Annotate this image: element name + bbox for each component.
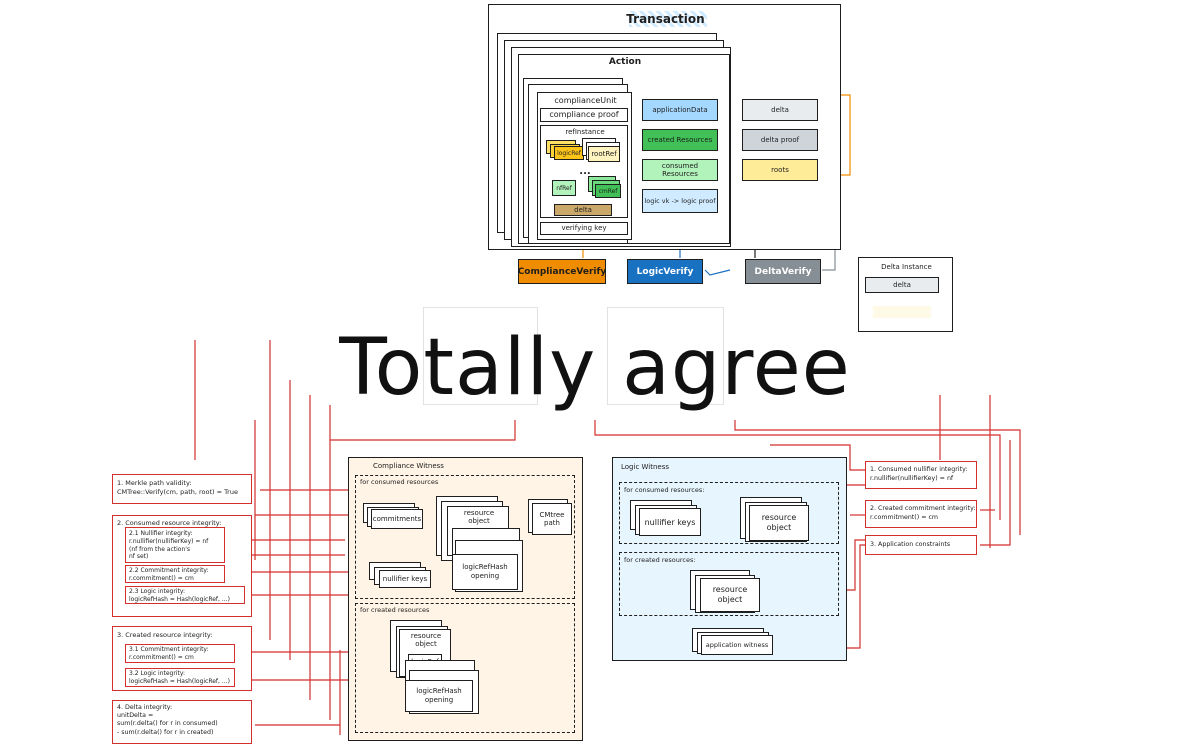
root-ref-box: rootRef bbox=[588, 146, 620, 162]
cw-created-resource-label: resource object bbox=[410, 632, 442, 649]
nf-ref-box: nfRef bbox=[552, 180, 576, 196]
transaction-title: Transaction bbox=[626, 12, 705, 26]
delta-instance-title: Delta Instance bbox=[881, 263, 932, 271]
cw-cmtree-path-box: CMtree path bbox=[532, 503, 572, 535]
check-consumed-nullifier: 1. Consumed nullifier integrity: r.nulli… bbox=[865, 461, 977, 489]
check-created-commitment-logic: 2. Created commitment integrity: r.commi… bbox=[865, 500, 977, 528]
cw-created-label: for created resources bbox=[360, 606, 430, 614]
faded-box bbox=[873, 306, 931, 318]
cw-commitments-box: commitments bbox=[371, 509, 423, 529]
consumed-resources-box: consumed Resources bbox=[642, 159, 718, 181]
cw-logic-ref-hash-opening: logicRefHash opening bbox=[452, 554, 518, 590]
cm-ref-box: cmRef bbox=[595, 184, 621, 198]
compliance-verify-box: ComplianceVerify bbox=[518, 259, 606, 284]
lw-application-witness-box: application witness bbox=[701, 635, 773, 655]
check-nullifier-text: 2.1 Nullifier integrity: r.nullifier(nul… bbox=[129, 530, 209, 561]
lw-consumed-section: for consumed resources: bbox=[619, 482, 839, 544]
faded-compliance-instance bbox=[423, 307, 538, 405]
lw-created-section: for created resources: bbox=[619, 552, 839, 616]
cw-created-logic-ref-hash-opening: logicRefHash opening bbox=[405, 680, 473, 712]
delta-instance-delta: delta bbox=[865, 277, 939, 293]
logic-verify-box: LogicVerify bbox=[627, 259, 703, 284]
logic-vk-proof-box: logic vk -> logic proof bbox=[642, 189, 718, 213]
delta-verify-box: DeltaVerify bbox=[745, 259, 821, 284]
check-created-title: 3. Created resource integrity: bbox=[117, 631, 213, 639]
delta-instance-frame: Delta Instance delta bbox=[858, 257, 953, 332]
cw-resource-object-label: resource object bbox=[463, 509, 495, 526]
check-created-logic-text: 3.2 Logic integrity: logicRefHash = Hash… bbox=[129, 670, 230, 685]
faded-logic-instance bbox=[607, 307, 724, 405]
roots-box: roots bbox=[742, 159, 818, 181]
check-application-constraints-text: 3. Application constraints bbox=[870, 541, 951, 548]
delta-proof-box: delta proof bbox=[742, 129, 818, 151]
transaction-title-highlight bbox=[629, 11, 707, 27]
compliance-proof-box: compliance proof bbox=[540, 108, 628, 122]
check-created-commitment-text: 3.1 Commitment integrity: r.commitment()… bbox=[129, 646, 209, 661]
action-title: Action bbox=[608, 57, 642, 67]
check-consumed-title: 2. Consumed resource integrity: bbox=[117, 519, 222, 527]
ref-instance-label: refInstance bbox=[565, 127, 605, 136]
verifying-key-box: verifying key bbox=[540, 222, 628, 235]
check-delta-text: 4. Delta integrity: unitDelta = sum(r.de… bbox=[117, 704, 218, 736]
check-commitment-integrity: 2.2 Commitment integrity: r.commitment()… bbox=[125, 565, 225, 583]
check-consumed-nullifier-text: 1. Consumed nullifier integrity: r.nulli… bbox=[870, 466, 968, 482]
unit-delta-box: delta bbox=[554, 204, 612, 216]
tx-delta-box: delta bbox=[742, 99, 818, 121]
logic-witness-title: Logic Witness bbox=[621, 463, 670, 471]
lw-nullifier-keys-box: nullifier keys bbox=[639, 508, 701, 536]
lw-created-label: for created resources: bbox=[624, 556, 696, 564]
check-logic-text: 2.3 Logic integrity: logicRefHash = Hash… bbox=[129, 588, 230, 603]
created-resources-box: created Resources bbox=[642, 129, 718, 151]
overlay-caption: Totally agree bbox=[339, 323, 851, 413]
cw-consumed-section: for consumed resources bbox=[355, 475, 575, 599]
check-created-logic: 3.2 Logic integrity: logicRefHash = Hash… bbox=[125, 668, 235, 687]
cw-nullifier-keys-box: nullifier keys bbox=[379, 570, 431, 588]
logic-witness-frame: Logic Witness for consumed resources: fo… bbox=[612, 457, 847, 661]
check-created-commitment-logic-text: 2. Created commitment integrity: r.commi… bbox=[870, 505, 976, 521]
logic-ref-box: logicRef bbox=[554, 146, 584, 160]
check-application-constraints: 3. Application constraints bbox=[865, 535, 977, 555]
lw-resource-object-box: resource object bbox=[749, 505, 809, 541]
lw-consumed-label: for consumed resources: bbox=[624, 486, 705, 494]
check-delta-integrity: 4. Delta integrity: unitDelta = sum(r.de… bbox=[112, 700, 252, 744]
compliance-unit-label: complianceUnit bbox=[554, 96, 617, 106]
lw-created-resource-object-box: resource object bbox=[700, 578, 760, 612]
application-data-box: applicationData bbox=[642, 99, 718, 121]
check-merkle-path-text: 1. Merkle path validity: CMTree::Verify(… bbox=[117, 479, 238, 496]
compliance-witness-title: Compliance Witness bbox=[373, 462, 444, 470]
check-commitment-text: 2.2 Commitment integrity: r.commitment()… bbox=[129, 567, 209, 582]
check-nullifier-integrity: 2.1 Nullifier integrity: r.nullifier(nul… bbox=[125, 527, 225, 563]
cw-consumed-label: for consumed resources bbox=[360, 478, 439, 486]
check-merkle-path: 1. Merkle path validity: CMTree::Verify(… bbox=[112, 474, 252, 504]
cw-created-section: for created resources bbox=[355, 603, 575, 733]
check-logic-integrity: 2.3 Logic integrity: logicRefHash = Hash… bbox=[125, 586, 245, 604]
ref-ellipsis: ... bbox=[579, 165, 591, 177]
check-created-commitment: 3.1 Commitment integrity: r.commitment()… bbox=[125, 644, 235, 663]
